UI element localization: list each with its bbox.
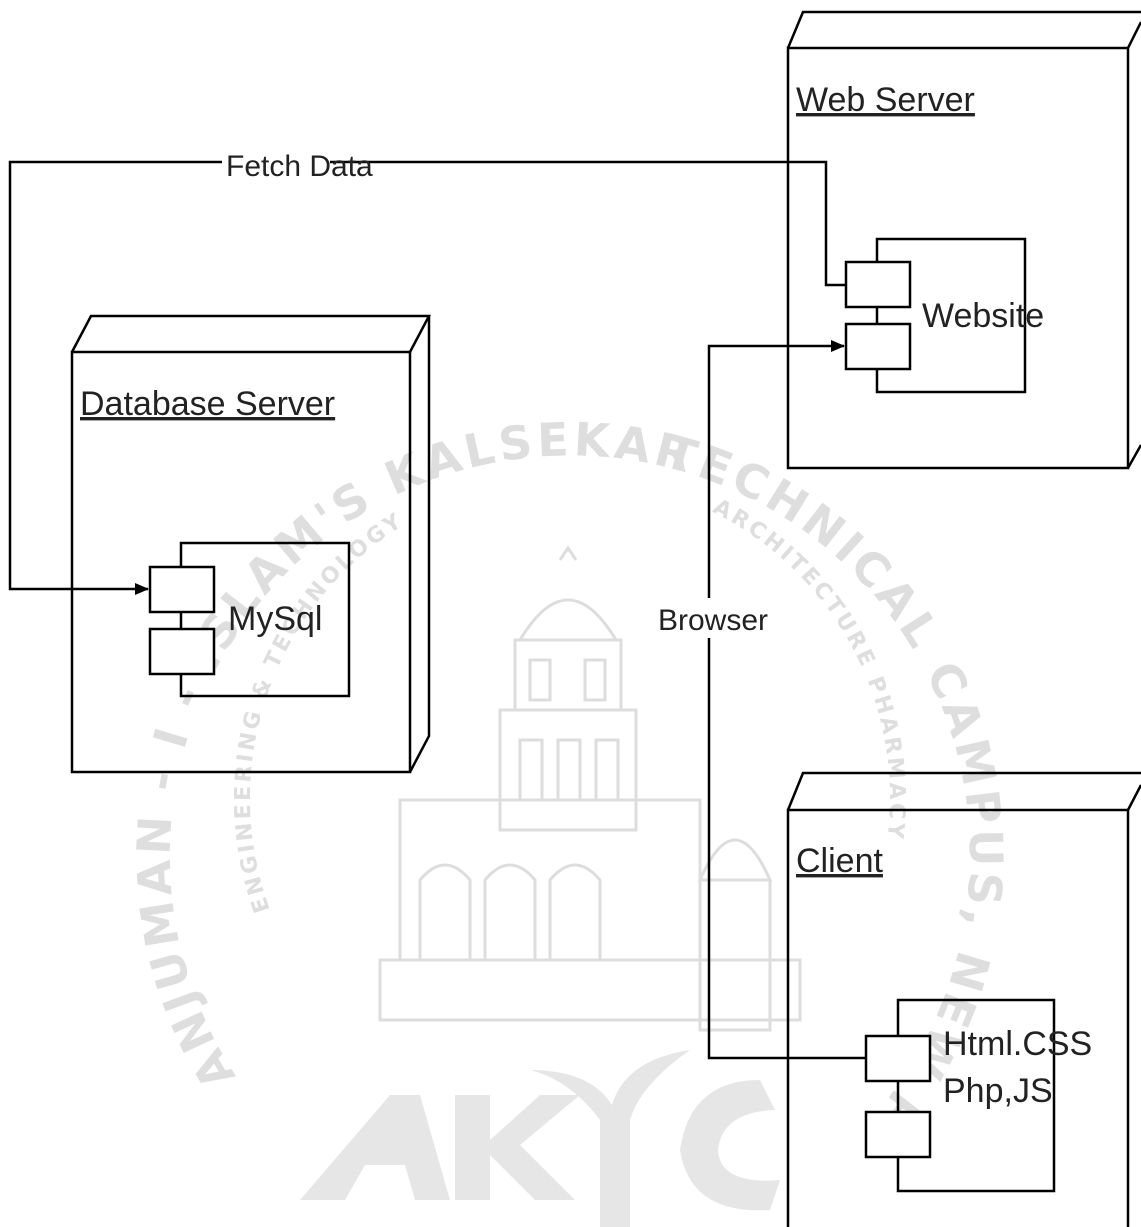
website-port-bottom (846, 324, 910, 369)
website-label: Website (922, 297, 1044, 335)
watermark-arc-text-left: ANJUMAN - I - ISLAM'S KALSEKAR (126, 412, 701, 1099)
browser-label: Browser (658, 604, 768, 637)
database-server-title: Database Server (80, 385, 335, 423)
watermark-logo-mark (300, 1050, 780, 1227)
svg-text:ANJUMAN - I - ISLAM'S KALSEKAR: ANJUMAN - I - ISLAM'S KALSEKAR (126, 412, 701, 1099)
client-app-label-line1: Html.CSS (943, 1025, 1092, 1063)
website-component: Website (846, 239, 1044, 392)
web-server-title: Web Server (796, 81, 975, 119)
website-port-top (846, 262, 910, 307)
fetch-data-label: Fetch Data (226, 150, 373, 183)
mysql-port-top (150, 567, 214, 612)
institution-watermark: ANJUMAN - I - ISLAM'S KALSEKAR TECHNICAL… (0, 0, 1013, 1227)
mysql-port-bottom (150, 629, 214, 674)
mysql-label: MySql (228, 600, 322, 638)
client-title: Client (796, 842, 883, 880)
client-app-label-line2: Php,JS (943, 1072, 1053, 1110)
client-port-bottom (866, 1112, 930, 1157)
client-port-top (866, 1036, 930, 1081)
